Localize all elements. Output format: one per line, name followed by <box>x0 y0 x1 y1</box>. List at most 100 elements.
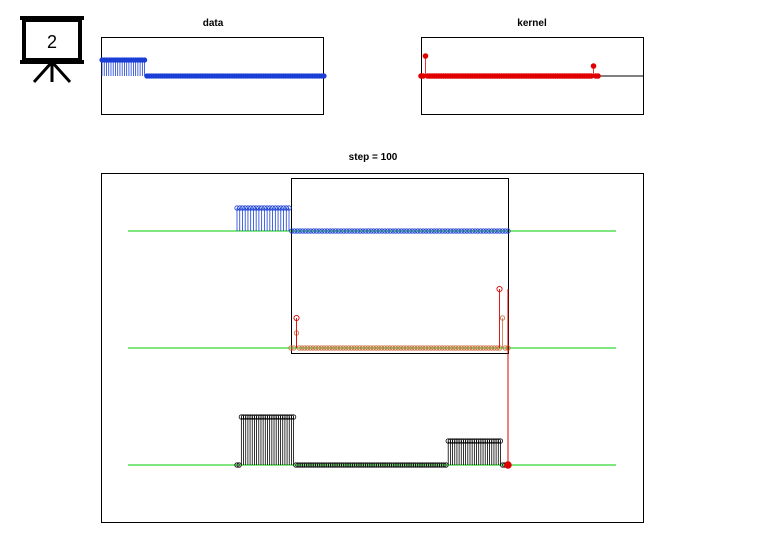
main-data-row-marker <box>376 228 382 234</box>
kernel-panel-title: kernel <box>517 18 547 29</box>
main-data-row-marker <box>256 205 262 211</box>
main-panel-title: step = 100 <box>349 152 398 163</box>
main-kernel-row-marker <box>291 345 297 351</box>
main-kernel-row-marker <box>373 345 379 351</box>
main-data-row-marker <box>415 228 421 234</box>
main-data-row-marker <box>472 228 478 234</box>
main-kernel-row-marker <box>370 345 377 351</box>
main-data-row-marker <box>423 228 429 234</box>
main-data-row-marker <box>390 228 396 234</box>
main-data-row-marker <box>294 228 300 234</box>
main-kernel-row-marker <box>365 345 371 351</box>
slide-number: 2 <box>47 32 57 52</box>
main-data-row-marker <box>332 228 339 234</box>
main-kernel-row-marker <box>343 345 349 351</box>
main-data-row-marker <box>401 228 407 234</box>
main-kernel-row-marker <box>351 345 357 351</box>
main-data-row-marker <box>453 228 459 234</box>
main-kernel-row-marker <box>296 345 302 351</box>
main-data-row-marker <box>379 228 385 234</box>
main-kernel-row-marker <box>403 345 409 351</box>
main-kernel-row-marker <box>313 345 319 351</box>
main-kernel-row-marker <box>420 345 426 351</box>
main-data-row-marker <box>278 205 284 211</box>
main-kernel-row-marker <box>412 345 418 351</box>
main-kernel-row-marker <box>288 345 294 351</box>
main-data-row-marker <box>286 205 292 211</box>
main-kernel-row-marker <box>480 345 486 351</box>
main-kernel-impulse-marker <box>293 314 300 322</box>
main-kernel-row-marker <box>469 345 475 351</box>
main-data-row-marker <box>404 228 410 234</box>
main-kernel-row-marker <box>315 345 322 351</box>
main-kernel-row-marker <box>376 345 382 351</box>
main-data-row-marker <box>445 228 451 234</box>
main-kernel-row-marker <box>436 345 442 351</box>
main-data-row-marker <box>475 228 481 234</box>
main-kernel-row-marker <box>433 345 440 351</box>
main-data-row-marker <box>491 228 497 234</box>
main-data-row-marker <box>505 228 511 234</box>
main-kernel-row-marker <box>477 345 484 351</box>
kernel-panel-marker <box>588 73 595 79</box>
main-kernel-row-marker <box>368 345 374 351</box>
main-kernel-row-marker <box>299 345 305 351</box>
main-kernel-row-marker <box>357 345 363 351</box>
main-data-row-marker <box>242 205 248 211</box>
main-data-row-marker <box>395 228 402 234</box>
main-kernel-row-marker <box>329 345 335 351</box>
main-kernel-row-marker <box>335 345 341 351</box>
main-data-row-marker <box>426 228 432 234</box>
main-result-row-marker <box>291 414 297 420</box>
main-kernel-row-marker <box>304 345 311 351</box>
main-kernel-row-marker <box>324 345 330 351</box>
main-data-row-marker <box>478 228 484 234</box>
main-data-row-marker <box>354 228 361 234</box>
main-data-row-marker <box>494 228 500 234</box>
main-data-row-marker <box>305 228 311 234</box>
main-data-row-marker <box>346 228 352 234</box>
main-kernel-row-marker <box>401 345 407 351</box>
main-kernel-impulse-marker <box>496 285 503 293</box>
kernel-panel-marker <box>420 73 427 79</box>
main-kernel-row-marker <box>346 345 352 351</box>
main-data-row-marker <box>267 205 273 211</box>
main-data-row-marker <box>264 205 270 211</box>
main-data-row-marker <box>338 228 344 234</box>
kernel-panel-marker <box>595 73 601 79</box>
main-data-row-marker <box>335 228 341 234</box>
data-panel-title: data <box>203 18 224 29</box>
main-kernel-row-marker <box>428 345 434 351</box>
main-data-row-marker <box>253 205 259 211</box>
main-data-row-marker <box>327 228 333 234</box>
main-kernel-row-marker <box>491 345 497 351</box>
main-data-row-marker <box>406 228 413 234</box>
main-result-row-marker <box>441 462 447 468</box>
main-data-row-marker <box>434 228 440 234</box>
main-data-row-marker <box>289 228 295 234</box>
main-data-row-marker <box>382 228 388 234</box>
main-data-row-marker <box>502 228 508 234</box>
main-data-row-marker <box>371 228 377 234</box>
main-kernel-row-marker <box>387 345 393 351</box>
main-data-row-marker <box>319 228 325 234</box>
main-data-row-marker <box>387 228 393 234</box>
main-kernel-row-marker <box>464 345 470 351</box>
main-kernel-row-marker <box>453 345 459 351</box>
main-kernel-row-marker <box>488 345 495 351</box>
main-data-row-marker <box>431 228 437 234</box>
main-kernel-row-marker <box>384 345 390 351</box>
main-result-row-marker <box>234 462 240 468</box>
main-data-row-marker <box>464 228 470 234</box>
main-data-row-marker <box>275 205 281 211</box>
main-kernel-row-marker <box>450 345 456 351</box>
main-data-row-marker <box>439 228 445 234</box>
main-data-row-marker <box>283 205 289 211</box>
main-data-row-marker <box>316 228 322 234</box>
main-data-row-marker <box>480 228 486 234</box>
main-data-row-marker <box>349 228 355 234</box>
main-data-row-marker <box>486 228 492 234</box>
main-kernel-row-marker <box>321 345 327 351</box>
data-panel-marker <box>142 57 148 63</box>
main-data-row-marker <box>499 228 506 234</box>
